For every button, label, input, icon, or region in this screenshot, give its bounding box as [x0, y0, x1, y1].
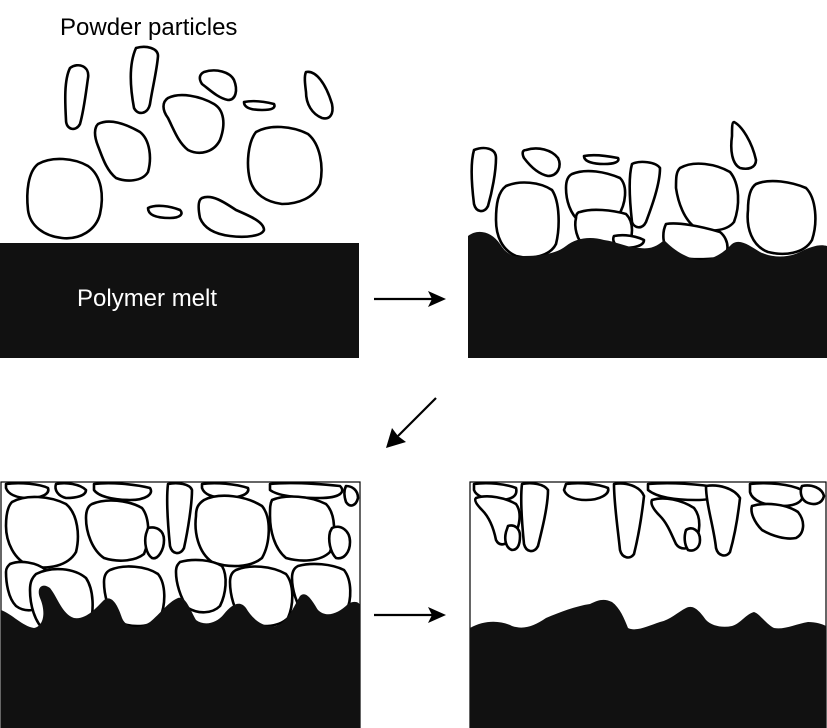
polymer-melt-block — [1, 585, 360, 728]
particle — [129, 45, 160, 115]
particle — [494, 181, 560, 259]
particle — [246, 125, 323, 206]
particle — [746, 179, 817, 256]
particle — [683, 527, 702, 552]
particle — [503, 524, 522, 552]
particle — [198, 69, 238, 102]
particle — [750, 502, 805, 540]
particle — [582, 153, 620, 166]
particle — [704, 484, 742, 557]
polymer-melt-block — [0, 243, 359, 358]
particle — [612, 482, 646, 559]
particle — [93, 120, 152, 182]
particle — [143, 526, 166, 560]
particle — [268, 495, 336, 562]
panel-wetting-stage — [468, 120, 827, 358]
polymer-melt-block — [468, 231, 827, 358]
particle — [343, 484, 360, 507]
particle — [303, 70, 334, 120]
particle — [165, 481, 194, 555]
panel-initial-state: Powder particles Polymer melt — [0, 14, 359, 358]
particle — [242, 99, 276, 112]
particle — [146, 204, 183, 220]
particle — [200, 481, 250, 500]
particle — [521, 147, 561, 178]
particle — [519, 481, 550, 553]
particle — [92, 481, 153, 502]
polymer-melt-block — [470, 599, 826, 728]
particle — [4, 481, 50, 500]
particle — [674, 162, 740, 232]
particle — [194, 494, 271, 568]
particle — [729, 120, 758, 171]
panel-frame — [0, 481, 361, 728]
particle — [628, 160, 662, 229]
panel-recoated-layer — [469, 481, 827, 728]
arrow-diagonal — [386, 397, 437, 448]
particle — [327, 525, 352, 560]
particle — [799, 484, 826, 506]
arrow-right-top — [374, 291, 446, 307]
particle — [562, 481, 610, 502]
particle — [26, 157, 104, 240]
powder-particles-label: Powder particles — [60, 14, 237, 41]
particle — [4, 495, 80, 569]
arrow-right-bottom — [374, 607, 446, 623]
particle — [174, 558, 227, 614]
particle — [748, 481, 805, 508]
particle — [84, 499, 150, 562]
particle — [162, 93, 225, 154]
particle — [63, 64, 90, 131]
panel-frame — [469, 481, 827, 728]
particle — [54, 481, 88, 500]
particle — [268, 481, 344, 500]
panel-sintered-layer — [0, 481, 361, 728]
polymer-melt-label: Polymer melt — [77, 285, 217, 312]
particle — [470, 146, 498, 213]
particle — [197, 195, 266, 239]
